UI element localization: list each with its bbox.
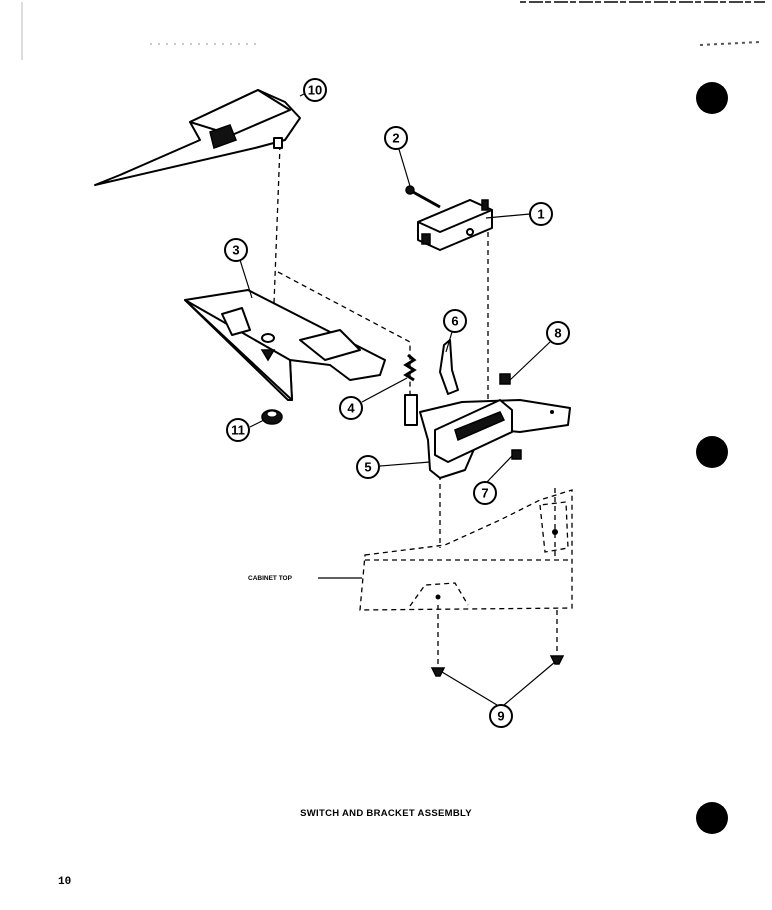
part-3-actuator-plate: [184, 289, 386, 401]
cabinet-top-label: CABINET TOP: [248, 575, 293, 582]
binder-hole-top: [696, 82, 728, 114]
scan-artifacts: [21, 1, 765, 60]
svg-text:11: 11: [231, 423, 245, 438]
callout-9: 9: [489, 704, 513, 728]
part-6-clip: [439, 339, 459, 395]
part-7-clip: [511, 449, 522, 460]
part-1-switch: [417, 199, 493, 251]
svg-text:6: 6: [451, 314, 458, 329]
svg-text:1: 1: [537, 207, 544, 222]
callout-3: 3: [224, 238, 248, 262]
svg-text:7: 7: [481, 486, 488, 501]
cabinet-top-outline: [359, 489, 573, 611]
callout-6: 6: [443, 309, 467, 333]
part-2-screw: [405, 185, 441, 209]
part-9-screws: [430, 655, 565, 677]
callout-2: 2: [384, 126, 408, 150]
callout-11: 11: [226, 418, 250, 442]
part-5-mounting-bracket: [419, 399, 571, 479]
callout-10: 10: [303, 78, 327, 102]
svg-text:2: 2: [392, 131, 399, 146]
svg-text:8: 8: [554, 326, 561, 341]
page-number: 10: [58, 876, 72, 888]
callout-1: 1: [529, 202, 553, 226]
callout-4: 4: [339, 396, 363, 420]
part-10-lid-lever: [94, 89, 301, 186]
svg-text:5: 5: [364, 460, 371, 475]
part-4-spring: [403, 353, 418, 426]
diagram-caption: SWITCH AND BRACKET ASSEMBLY: [300, 808, 472, 819]
svg-text:4: 4: [347, 401, 355, 416]
part-8-clip: [499, 373, 511, 385]
callout-7: 7: [473, 481, 497, 505]
svg-text:10: 10: [308, 83, 322, 98]
part-11-nut: [261, 409, 283, 425]
callout-8: 8: [546, 321, 570, 345]
leader-lines: [239, 91, 556, 706]
binder-hole-bottom: [696, 802, 728, 834]
callout-5: 5: [356, 455, 380, 479]
svg-text:3: 3: [232, 243, 239, 258]
svg-text:9: 9: [497, 709, 504, 724]
binder-hole-middle: [696, 436, 728, 468]
